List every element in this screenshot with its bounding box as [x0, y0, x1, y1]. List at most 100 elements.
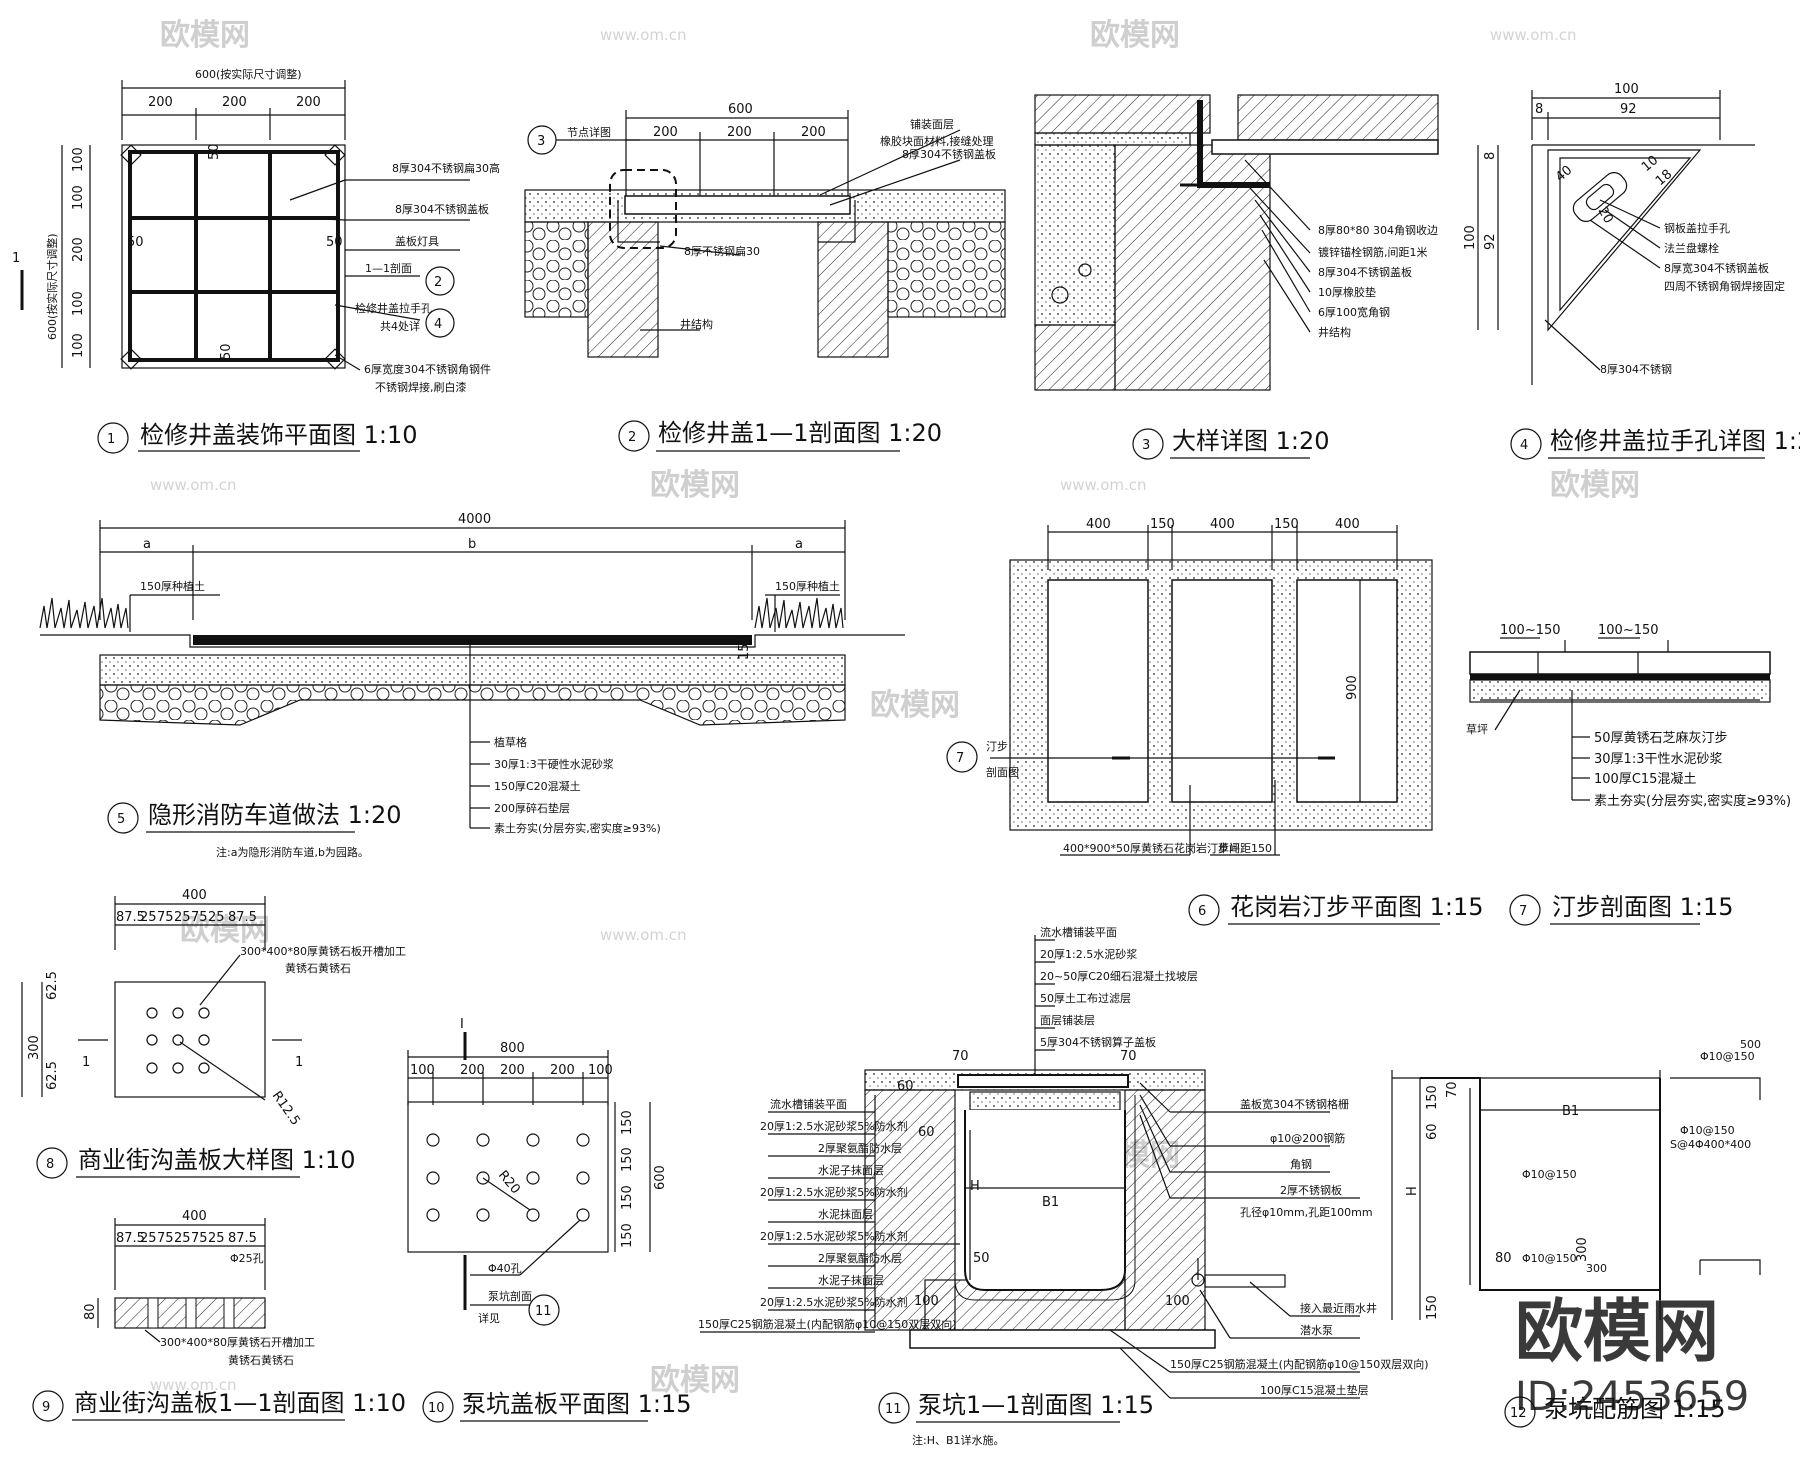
dim-label: R20: [495, 1168, 523, 1197]
dim-label: 100: [71, 291, 86, 316]
dim-label: 60: [897, 1079, 914, 1094]
note: 节点详图: [567, 125, 611, 139]
dim-label: 10: [1639, 153, 1661, 175]
detail-11-pump-pit-section: 流水槽铺装平面 20厚1:2.5水泥砂浆 20~50厚C20细石混凝土找坡层 5…: [698, 925, 1429, 1447]
note: 8厚304不锈钢盖板: [1318, 265, 1412, 279]
note: 法兰盘螺栓: [1664, 241, 1719, 255]
note: 50厚土工布过滤层: [1040, 992, 1131, 1005]
dim-label: 80: [83, 1303, 98, 1320]
dim-label: 75: [191, 910, 208, 925]
note: 150厚种植土: [140, 579, 205, 593]
callout-circle: 7: [956, 751, 964, 766]
note: 6厚宽度304不锈钢角钢件: [364, 362, 491, 376]
section-tag: 1: [12, 251, 20, 266]
detail-title: 大样详图 1:20: [1172, 427, 1330, 455]
note: Φ10@150: [1680, 1124, 1735, 1137]
watermark: 欧模网: [1090, 18, 1180, 53]
layer: 素土夯实(分层夯实,密实度≥93%): [1594, 793, 1791, 809]
note: 1—1剖面: [365, 261, 412, 275]
detail-4-handle-hole: 100 8 92 8 92 100 40 10 18 20 钢板盖拉手孔 法兰盘…: [1463, 82, 1800, 460]
note: 盖板灯具: [395, 234, 439, 248]
dim-label: 18: [1653, 167, 1675, 189]
dim-label: 800: [500, 1041, 525, 1056]
dim-label: 900: [1345, 675, 1360, 700]
dim-label: 400: [1335, 517, 1360, 532]
detail-12-pump-pit-rebar: B1 H 150 70 60 150 80 Φ10@150 500 Φ10@15…: [1391, 1038, 1761, 1428]
note: 黄锈石黄锈石: [228, 1353, 294, 1367]
detail-6-stepping-stone-plan: 400 150 400 150 400 900 7 汀步 剖面图 400*900…: [946, 517, 1484, 926]
label: B1: [1042, 1195, 1059, 1210]
label: H: [1405, 1186, 1420, 1196]
layer: 200厚碎石垫层: [494, 801, 570, 815]
note: 面层铺装层: [1040, 1014, 1095, 1027]
watermark: 欧模网: [650, 468, 740, 503]
note: S@4Φ400*400: [1670, 1138, 1751, 1151]
note: 2厚聚氨酯防水层: [818, 1251, 902, 1265]
dim-label: 200: [148, 95, 173, 110]
dim-label: 70: [1445, 1081, 1460, 1098]
note: 黄锈石黄锈石: [285, 961, 351, 975]
detail-number: 6: [1198, 904, 1206, 919]
note: Φ10@150: [1522, 1168, 1577, 1181]
detail-7-stepping-stone-section: 100~150 100~150 草坪 50厚黄锈石芝麻灰汀步 30厚1:3干性水…: [1466, 623, 1791, 926]
dim-label: 60: [918, 1125, 935, 1140]
note: Φ25孔: [230, 1252, 264, 1265]
note: 20厚1:2.5水泥砂浆: [1040, 947, 1137, 961]
watermark: 欧模网: [1550, 468, 1640, 503]
dim-label: 600: [653, 1165, 668, 1190]
dim-label: 150: [620, 1223, 635, 1248]
note: 四周不锈钢角钢焊接固定: [1664, 279, 1785, 293]
label: B1: [1562, 1104, 1579, 1119]
dim-label: 25: [174, 910, 191, 925]
dim-label: 25: [208, 1231, 225, 1246]
note: 8厚304不锈钢: [1600, 363, 1672, 376]
dim-label: 200: [653, 125, 678, 140]
dim-label: 50: [973, 1251, 990, 1266]
note: 300*400*80厚黄锈石开槽加工: [160, 1335, 315, 1349]
dim-label: 100~150: [1500, 623, 1561, 638]
detail-number: 5: [117, 812, 125, 827]
dim-label: 300: [27, 1035, 42, 1060]
dim-label: 87.5: [228, 910, 257, 925]
note: 10厚橡胶垫: [1318, 285, 1376, 299]
label: 汀步: [986, 740, 1008, 753]
watermark-id: ID:2453659: [1515, 1374, 1749, 1420]
dim-label: 25: [208, 910, 225, 925]
note: 水泥子抹面层: [818, 1164, 884, 1177]
note: 盖板宽304不锈钢格栅: [1240, 1097, 1349, 1111]
note: 钢板盖拉手孔: [1664, 221, 1730, 235]
note: 8厚80*80 304角钢收边: [1318, 223, 1438, 237]
watermark-logo: 欧模网: [1515, 1293, 1719, 1372]
note: 5厚304不锈钢算子盖板: [1040, 1035, 1156, 1049]
right-annotations: 盖板宽304不锈钢格栅 φ10@200钢筋 角钢 2厚不锈钢板 孔径φ10mm,…: [1109, 1082, 1429, 1399]
detail-title: 泵坑配筋图 1:15: [1544, 1395, 1726, 1423]
note: 20厚1:2.5水泥砂浆5%防水剂: [760, 1295, 908, 1309]
dim-label: 200: [500, 1063, 525, 1078]
dim-label: 50: [326, 235, 343, 250]
detail-number: 9: [42, 1400, 50, 1415]
note: 流水槽铺装平面: [770, 1097, 847, 1111]
layer: 30厚1:3干性水泥砂浆: [1594, 752, 1722, 767]
watermark-url: www.om.cn: [600, 926, 687, 944]
detail-title: 泵坑1—1剖面图 1:15: [918, 1391, 1154, 1419]
detail-3-enlarged: 8厚80*80 304角钢收边 镀锌锚栓钢筋,间距1米 8厚304不锈钢盖板 1…: [1034, 94, 1439, 460]
label: 剖面图: [986, 765, 1019, 779]
note: 500: [1740, 1038, 1761, 1051]
dim-label: 60: [1425, 1123, 1440, 1140]
dim-label: 20: [1595, 205, 1616, 227]
note: 接入最近雨水井: [1300, 1301, 1377, 1315]
note: 草坪: [1218, 842, 1240, 855]
dim-label: 70: [952, 1049, 969, 1064]
note: 20厚1:2.5水泥砂浆5%防水剂: [760, 1185, 908, 1199]
dim-label: 80: [1495, 1251, 1512, 1266]
detail-title: 检修井盖1—1剖面图 1:20: [658, 419, 942, 447]
layer: 植草格: [494, 735, 527, 749]
note: 400*900*50厚黄锈石花岗岩汀步间距150: [1063, 841, 1272, 855]
note: 孔径φ10mm,孔距100mm: [1240, 1206, 1373, 1219]
callout-circle: 2: [434, 275, 442, 290]
note: 6厚100宽角钢: [1318, 305, 1390, 319]
dim-label: 200: [801, 125, 826, 140]
note: φ10@200钢筋: [1270, 1131, 1345, 1145]
dim-label: 92: [1483, 233, 1498, 250]
